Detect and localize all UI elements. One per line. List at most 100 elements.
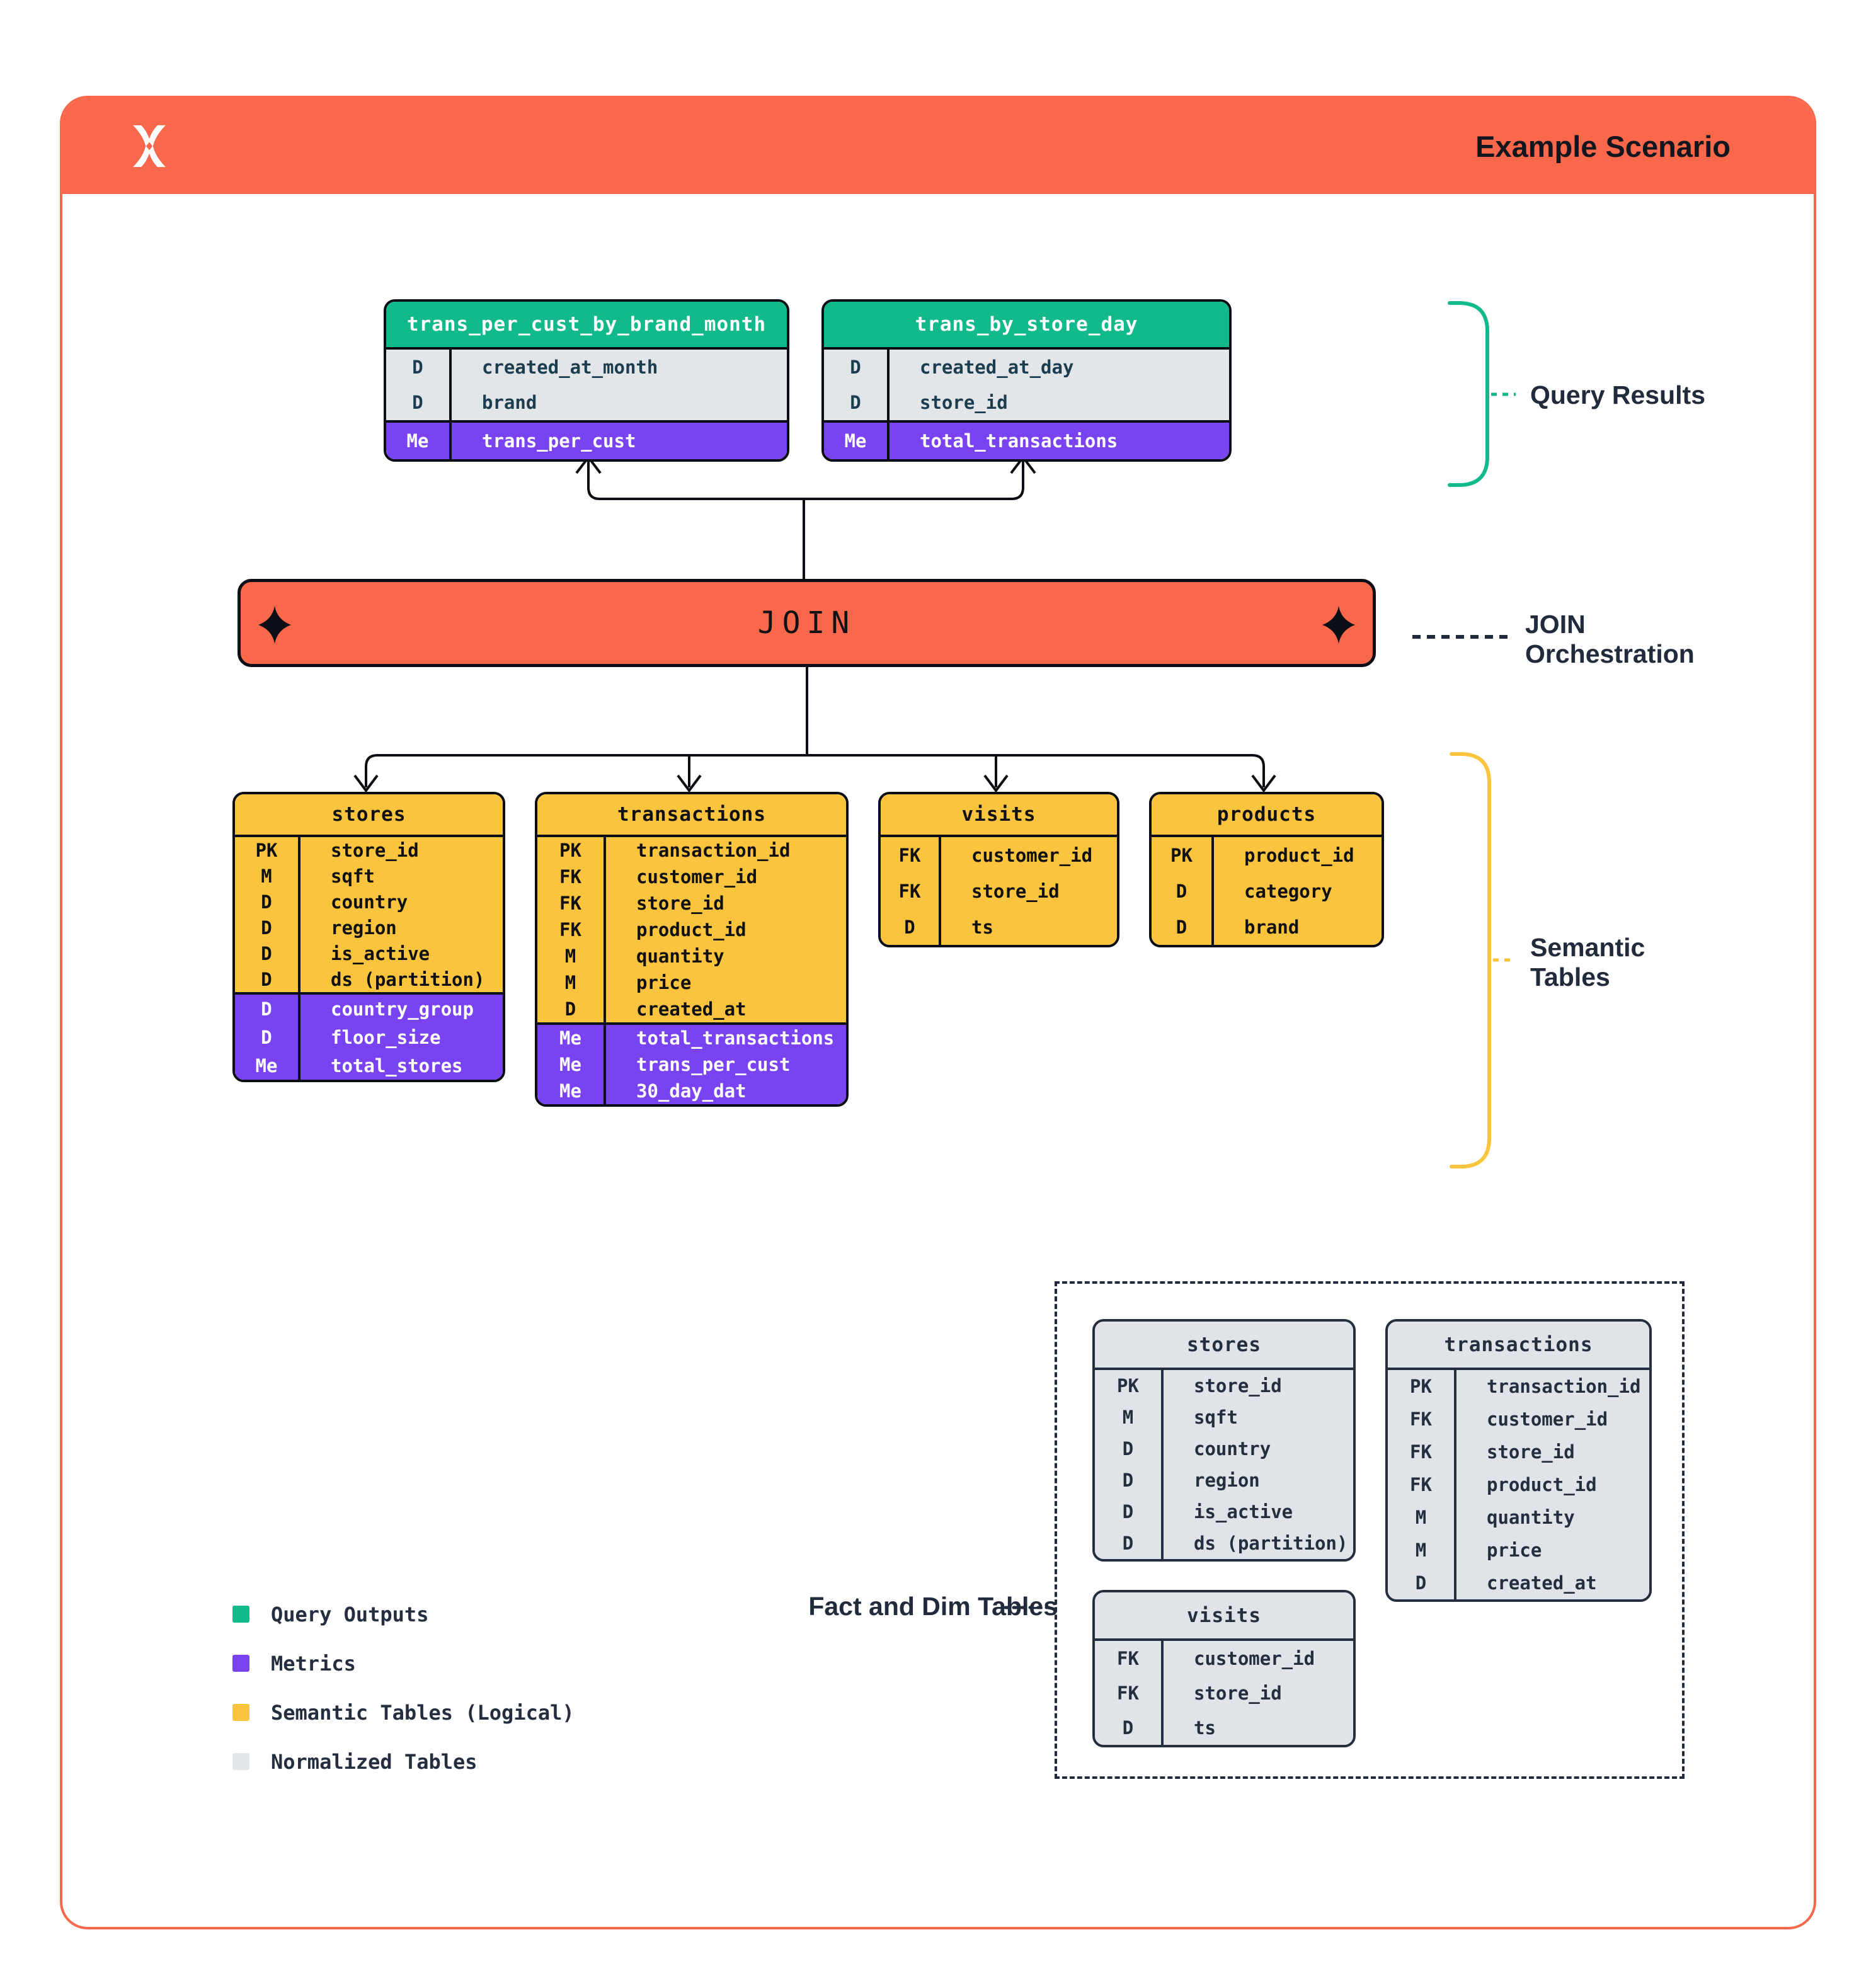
column-key: D	[261, 891, 272, 913]
table-row: M price	[537, 969, 846, 996]
column-key: D	[412, 357, 423, 378]
table-row: D brand	[1152, 909, 1382, 945]
column-name: customer_id	[939, 837, 1117, 873]
table-row: FK store_id	[881, 873, 1117, 909]
column-key: FK	[1410, 1408, 1432, 1430]
column-key: M	[261, 865, 272, 887]
column-name: product_id	[1211, 837, 1382, 873]
column-name: country_group	[298, 995, 503, 1023]
column-key: FK	[559, 866, 581, 888]
column-name: ds (partition)	[298, 966, 503, 992]
column-name: customer_id	[604, 864, 846, 890]
column-name: store_id	[298, 837, 503, 863]
column-key: D	[1176, 916, 1187, 938]
column-name: store_id	[1161, 1370, 1353, 1402]
column-name: store_id	[887, 385, 1229, 420]
table-row: D ts	[881, 909, 1117, 945]
semantic-tables-swatch-icon	[232, 1704, 249, 1721]
column-name: total_stores	[298, 1051, 503, 1080]
table-row: D ds (partition)	[1095, 1528, 1353, 1559]
table-row: D created_at_month	[386, 350, 787, 385]
table-row: M price	[1388, 1534, 1649, 1567]
table-title: trans_by_store_day	[824, 302, 1229, 350]
table-title: trans_per_cust_by_brand_month	[386, 302, 787, 350]
table-row: PK product_id	[1152, 837, 1382, 873]
table-row: D created_at	[1388, 1567, 1649, 1599]
table-row: PK transaction_id	[1388, 1370, 1649, 1403]
join-orchestration-label: JOIN Orchestration	[1525, 610, 1695, 668]
table-row: Me total_stores	[235, 1051, 503, 1080]
column-key: Me	[559, 1054, 581, 1075]
column-key: D	[904, 916, 915, 938]
column-key: D	[261, 942, 272, 964]
column-key: PK	[559, 840, 581, 861]
table-row: FK customer_id	[537, 864, 846, 890]
column-name: country	[298, 889, 503, 915]
column-name: price	[604, 969, 846, 996]
join-top-connector	[575, 455, 1036, 579]
metrics-swatch-icon	[232, 1655, 249, 1672]
table-row: D country	[1095, 1433, 1353, 1465]
column-key: D	[261, 968, 272, 990]
column-key: M	[1122, 1407, 1134, 1428]
table-row: PK transaction_id	[537, 837, 846, 864]
normalized-tables-swatch-icon	[232, 1753, 249, 1770]
arrowhead-down-icon	[353, 774, 379, 793]
table-title: visits	[881, 794, 1117, 837]
column-key: Me	[559, 1027, 581, 1049]
table-row: FK customer_id	[1388, 1403, 1649, 1436]
table-row: D floor_size	[235, 1023, 503, 1051]
column-key: Me	[844, 430, 867, 452]
column-name: store_id	[604, 890, 846, 917]
legend-item: Normalized Tables	[232, 1750, 575, 1774]
table-row: Me total_transactions	[824, 423, 1229, 459]
table-title: transactions	[537, 794, 846, 837]
x-sparkle-logo-icon	[133, 125, 166, 168]
query-results-label: Query Results	[1530, 380, 1705, 409]
column-key: Me	[406, 430, 429, 452]
table-row: M quantity	[1388, 1501, 1649, 1534]
column-name: sqft	[298, 863, 503, 889]
table-row: M quantity	[537, 943, 846, 969]
legend-label: Metrics	[271, 1651, 356, 1676]
column-name: ds (partition)	[1161, 1528, 1353, 1559]
table-normalized-visits: visits FK customer_id FK store_id D ts	[1092, 1590, 1356, 1747]
column-name: ts	[939, 909, 1117, 945]
table-row: PK store_id	[1095, 1370, 1353, 1402]
column-name: created_at	[604, 996, 846, 1022]
column-key: PK	[1170, 844, 1193, 866]
table-row: D brand	[386, 385, 787, 420]
column-key: FK	[898, 844, 921, 866]
table-row: M sqft	[235, 863, 503, 889]
table-normalized-transactions: transactions PK transaction_id FK custom…	[1385, 1319, 1652, 1602]
table-row: FK customer_id	[881, 837, 1117, 873]
column-key: FK	[1117, 1682, 1139, 1704]
column-name: created_at_month	[449, 350, 787, 385]
card-header: Example Scenario	[62, 98, 1814, 194]
column-key: FK	[559, 893, 581, 914]
column-name: floor_size	[298, 1023, 503, 1051]
sparkle-icon	[258, 606, 291, 644]
column-name: quantity	[1454, 1501, 1649, 1534]
table-row: D created_at	[537, 996, 846, 1022]
table-title: stores	[1095, 1322, 1353, 1370]
fact-dim-dashed-box	[1055, 1281, 1685, 1779]
column-name: created_at	[1454, 1567, 1649, 1599]
table-normalized-stores: stores PK store_id M sqft D country D re…	[1092, 1319, 1356, 1562]
column-key: D	[564, 998, 576, 1020]
column-key: D	[1122, 1717, 1134, 1739]
column-key: PK	[255, 839, 278, 861]
column-name: transaction_id	[1454, 1370, 1649, 1403]
table-row: Me trans_per_cust	[386, 423, 787, 459]
fact-dim-label: Fact and Dim Tables	[808, 1592, 1058, 1621]
column-name: price	[1454, 1534, 1649, 1567]
column-name: store_id	[1161, 1676, 1353, 1710]
table-title: products	[1152, 794, 1382, 837]
table-row: FK customer_id	[1095, 1641, 1353, 1676]
column-name: is_active	[1161, 1496, 1353, 1528]
table-row: FK product_id	[1388, 1468, 1649, 1501]
column-name: customer_id	[1161, 1641, 1353, 1676]
table-row: D ts	[1095, 1710, 1353, 1745]
column-name: sqft	[1161, 1402, 1353, 1433]
